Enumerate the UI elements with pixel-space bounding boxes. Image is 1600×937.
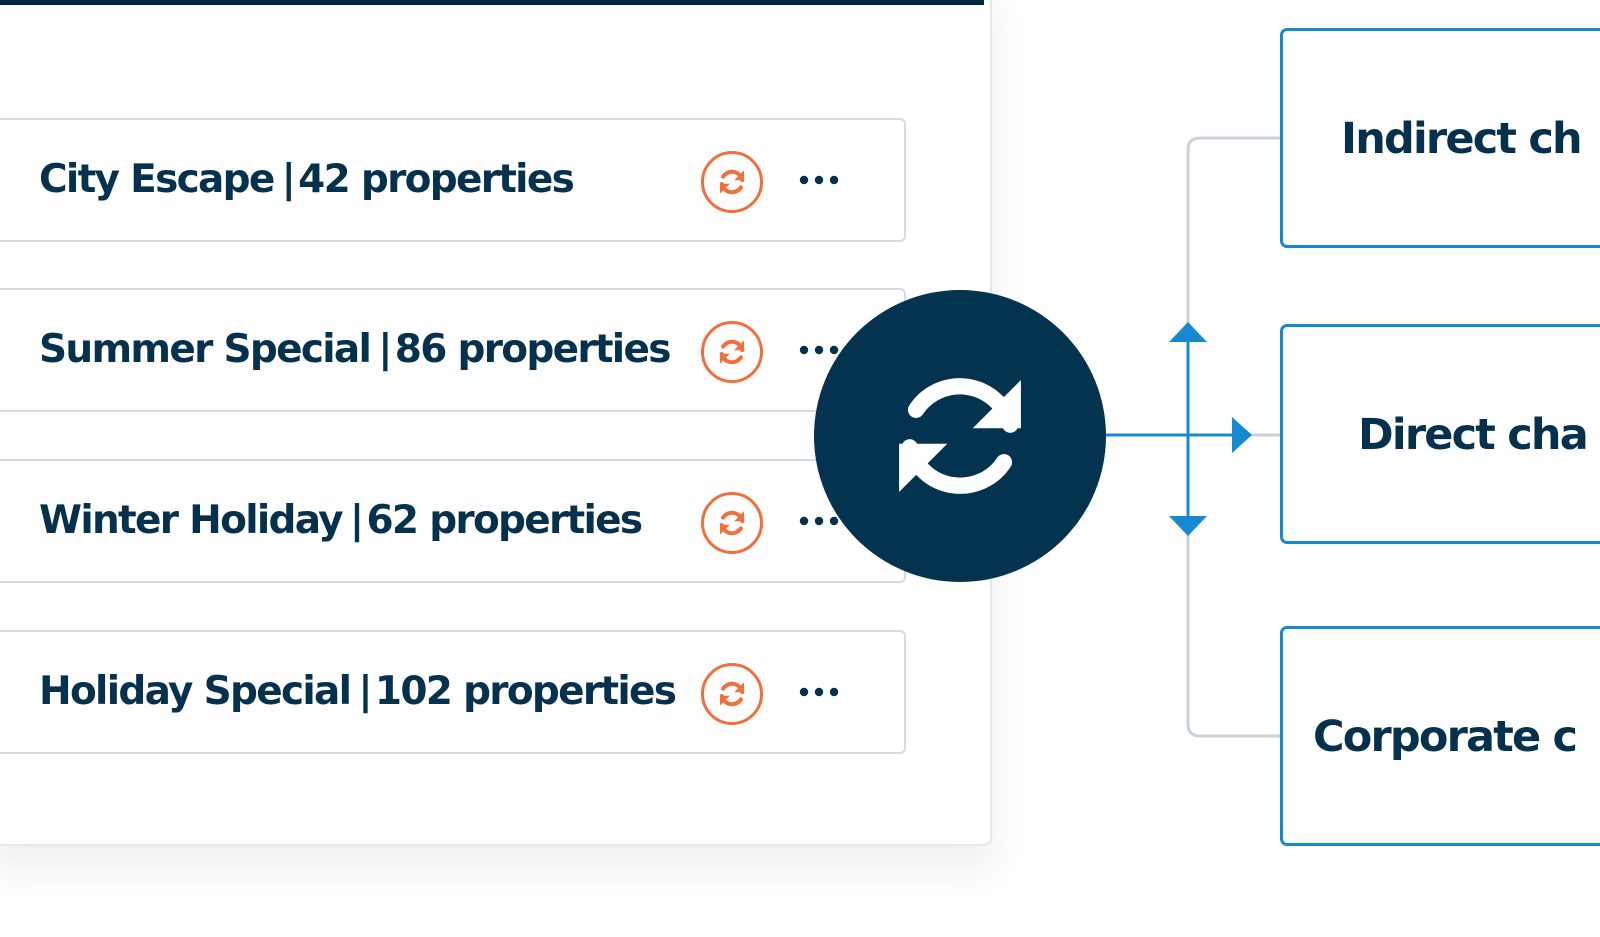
package-property-count: 42 properties [298, 157, 575, 202]
package-separator: | [349, 498, 364, 543]
package-row-holiday-special[interactable]: Holiday Special|102 properties [0, 630, 906, 754]
package-separator: | [378, 327, 392, 372]
sync-icon [719, 510, 745, 536]
package-name: Summer Special [39, 327, 372, 372]
channel-indirect[interactable]: Indirect ch [1280, 28, 1600, 248]
sync-icon [719, 339, 745, 365]
package-title: Holiday Special|102 properties [39, 667, 677, 717]
package-name: Holiday Special [39, 669, 352, 714]
sync-icon [719, 681, 745, 707]
package-row-city-escape[interactable]: City Escape|42 properties [0, 118, 906, 242]
more-options-button[interactable] [790, 162, 848, 198]
package-row-summer-special[interactable]: Summer Special|86 properties [0, 288, 906, 412]
channel-label: Direct cha [1358, 410, 1589, 460]
package-property-count: 102 properties [374, 669, 677, 714]
sync-hub [814, 290, 1106, 582]
package-title: Summer Special|86 properties [39, 325, 672, 375]
package-title: City Escape|42 properties [39, 155, 575, 205]
package-name: City Escape [39, 157, 275, 202]
package-property-count: 62 properties [366, 498, 643, 543]
more-options-button[interactable] [790, 503, 848, 539]
package-title: Winter Holiday|62 properties [39, 496, 643, 546]
sync-hub-icon [899, 378, 1021, 494]
channel-direct[interactable]: Direct cha [1280, 324, 1600, 544]
more-options-icon [799, 345, 839, 355]
sync-button[interactable] [701, 321, 763, 383]
more-options-icon [799, 687, 839, 697]
package-separator: | [281, 157, 296, 202]
package-name: Winter Holiday [39, 498, 344, 543]
package-property-count: 86 properties [394, 327, 672, 372]
sync-icon [719, 169, 745, 195]
channel-label: Corporate c [1313, 712, 1578, 762]
sync-button[interactable] [701, 151, 763, 213]
package-row-winter-holiday[interactable]: Winter Holiday|62 properties [0, 459, 906, 583]
sync-button[interactable] [701, 492, 763, 554]
channel-label: Indirect ch [1341, 114, 1583, 164]
channel-corporate[interactable]: Corporate c [1280, 626, 1600, 846]
more-options-icon [799, 516, 839, 526]
more-options-button[interactable] [790, 332, 848, 368]
more-options-button[interactable] [790, 674, 848, 710]
package-separator: | [358, 669, 372, 714]
sync-button[interactable] [701, 663, 763, 725]
panel-header-bar [0, 0, 984, 5]
more-options-icon [799, 175, 839, 185]
